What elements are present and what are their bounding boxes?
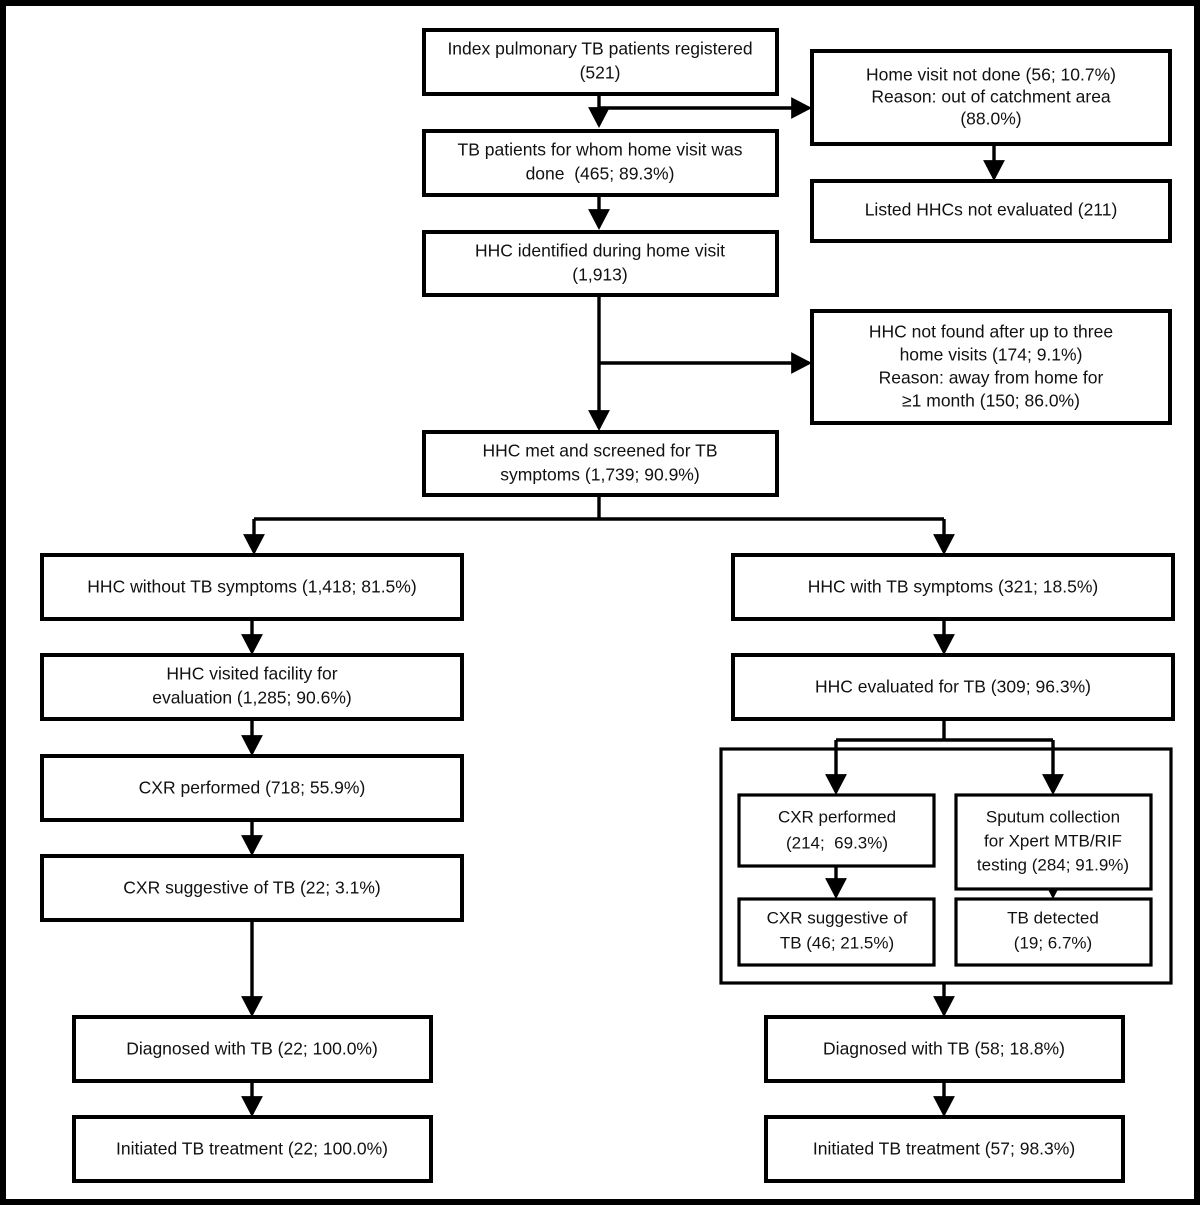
node-diagnosed-left-line1: Diagnosed with TB (22; 100.0%)	[126, 1039, 378, 1059]
node-home-visit-done-line1: TB patients for whom home visit was	[458, 140, 743, 160]
node-visited-facility-line1: HHC visited facility for	[166, 664, 337, 684]
node-treatment-left[interactable]: Initiated TB treatment (22; 100.0%)	[72, 1115, 433, 1183]
connectors	[241, 94, 1064, 1117]
node-hhc-not-found[interactable]: HHC not found after up to three home vis…	[810, 309, 1172, 425]
node-without-symptoms-line1: HHC without TB symptoms (1,418; 81.5%)	[87, 577, 416, 597]
node-screened-line2: symptoms (1,739; 90.9%)	[500, 465, 699, 485]
node-index-pulmonary-tb-patients[interactable]: Index pulmonary TB patients registered (…	[422, 28, 779, 96]
node-visited-facility-line2: evaluation (1,285; 90.6%)	[152, 688, 351, 708]
node-tb-detected[interactable]: TB detected (19; 6.7%)	[954, 897, 1153, 967]
node-index-line2: (521)	[580, 63, 621, 83]
node-sputum-line3: testing (284; 91.9%)	[977, 855, 1129, 874]
node-hhc-not-found-line1: HHC not found after up to three	[869, 322, 1113, 342]
node-cxr-performed-left-line1: CXR performed (718; 55.9%)	[139, 778, 366, 798]
node-hhc-without-symptoms[interactable]: HHC without TB symptoms (1,418; 81.5%)	[40, 553, 464, 621]
node-hhc-identified[interactable]: HHC identified during home visit (1,913)	[422, 230, 779, 297]
node-hhc-evaluated-for-tb[interactable]: HHC evaluated for TB (309; 96.3%)	[731, 653, 1175, 721]
node-cxr-suggestive-left-line1: CXR suggestive of TB (22; 3.1%)	[123, 878, 380, 898]
node-cxr-performed-right-line1: CXR performed	[778, 807, 896, 826]
node-not-done-line2: Reason: out of catchment area	[871, 87, 1111, 107]
node-hhc-not-found-line2: home visits (174; 9.1%)	[900, 345, 1083, 365]
node-home-visit-done-line2: done (465; 89.3%)	[526, 164, 675, 184]
node-home-visit-not-done[interactable]: Home visit not done (56; 10.7%) Reason: …	[810, 49, 1172, 146]
node-sputum-collection[interactable]: Sputum collection for Xpert MTB/RIF test…	[954, 793, 1153, 891]
node-tb-detected-line2: (19; 6.7%)	[1014, 933, 1092, 952]
tb-cascade-flowchart: Index pulmonary TB patients registered (…	[40, 28, 1175, 1183]
node-sputum-line1: Sputum collection	[986, 807, 1120, 826]
node-hhc-identified-line2: (1,913)	[572, 265, 627, 285]
node-treatment-left-line1: Initiated TB treatment (22; 100.0%)	[116, 1139, 388, 1159]
node-hhc-not-found-line3: Reason: away from home for	[879, 368, 1104, 388]
node-screened-line1: HHC met and screened for TB	[482, 441, 717, 461]
node-cxr-suggestive-right[interactable]: CXR suggestive of TB (46; 21.5%)	[737, 897, 936, 967]
node-evaluated-line1: HHC evaluated for TB (309; 96.3%)	[815, 677, 1091, 697]
node-not-evaluated-line1: Listed HHCs not evaluated (211)	[865, 200, 1118, 220]
node-diagnosed-right-line1: Diagnosed with TB (58; 18.8%)	[823, 1039, 1065, 1059]
node-hhc-identified-line1: HHC identified during home visit	[475, 241, 725, 261]
node-listed-hhcs-not-evaluated[interactable]: Listed HHCs not evaluated (211)	[810, 179, 1172, 243]
node-cxr-suggestive-left[interactable]: CXR suggestive of TB (22; 3.1%)	[40, 854, 464, 922]
node-cxr-performed-left[interactable]: CXR performed (718; 55.9%)	[40, 754, 464, 822]
node-with-symptoms-line1: HHC with TB symptoms (321; 18.5%)	[808, 577, 1098, 597]
node-hhc-with-symptoms[interactable]: HHC with TB symptoms (321; 18.5%)	[731, 553, 1175, 621]
node-cxr-performed-right[interactable]: CXR performed (214; 69.3%)	[737, 793, 936, 868]
node-hhc-met-and-screened[interactable]: HHC met and screened for TB symptoms (1,…	[422, 430, 779, 497]
node-treatment-right-line1: Initiated TB treatment (57; 98.3%)	[813, 1139, 1075, 1159]
node-cxr-suggestive-right-line2: TB (46; 21.5%)	[780, 933, 894, 952]
node-tb-detected-line1: TB detected	[1007, 908, 1099, 927]
node-cxr-suggestive-right-line1: CXR suggestive of	[767, 908, 908, 927]
node-not-done-line1: Home visit not done (56; 10.7%)	[866, 65, 1116, 85]
node-index-line1: Index pulmonary TB patients registered	[447, 39, 752, 59]
node-sputum-line2: for Xpert MTB/RIF	[984, 831, 1122, 850]
node-diagnosed-right[interactable]: Diagnosed with TB (58; 18.8%)	[764, 1015, 1125, 1083]
node-treatment-right[interactable]: Initiated TB treatment (57; 98.3%)	[764, 1115, 1125, 1183]
node-cxr-performed-right-line2: (214; 69.3%)	[786, 833, 888, 852]
nested-evaluation-container	[719, 747, 1173, 985]
node-not-done-line3: (88.0%)	[960, 109, 1021, 129]
node-hhc-visited-facility[interactable]: HHC visited facility for evaluation (1,2…	[40, 653, 464, 721]
node-home-visit-done[interactable]: TB patients for whom home visit was done…	[422, 129, 779, 197]
node-hhc-not-found-line4: ≥1 month (150; 86.0%)	[902, 391, 1080, 411]
node-diagnosed-left[interactable]: Diagnosed with TB (22; 100.0%)	[72, 1015, 433, 1083]
